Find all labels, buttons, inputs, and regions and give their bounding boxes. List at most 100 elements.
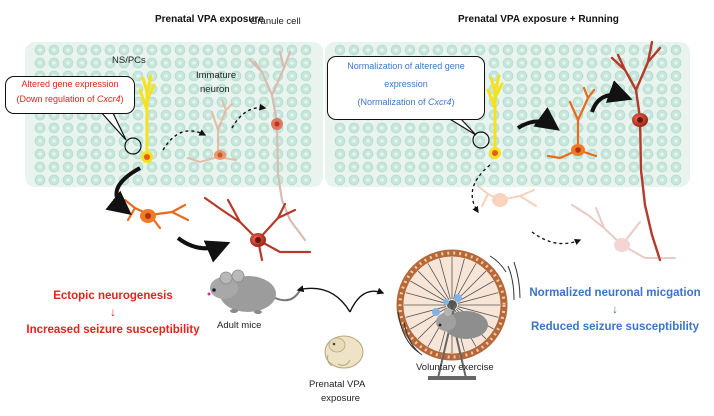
tissue-cell-center: [450, 165, 454, 169]
tissue-cell-center: [94, 113, 98, 117]
tissue-cell-center: [276, 87, 280, 91]
tissue-cell-center: [394, 165, 398, 169]
tissue-cell-center: [234, 113, 238, 117]
tissue-cell-center: [234, 61, 238, 65]
tissue-cell-center: [576, 61, 580, 65]
tissue-cell-center: [492, 165, 496, 169]
tissue-cell-center: [590, 139, 594, 143]
tissue-cell-center: [290, 48, 294, 52]
tissue-cell-center: [262, 178, 266, 182]
tissue-cell-center: [192, 74, 196, 78]
tissue-cell-center: [506, 178, 510, 182]
right-callout-line3-prefix: (Normalization of: [357, 97, 428, 107]
tissue-cell-center: [352, 139, 356, 143]
tissue-cell-center: [352, 126, 356, 130]
tissue-cell-center: [290, 100, 294, 104]
tissue-cell-center: [80, 61, 84, 65]
right-callout-line1: Normalization of altered gene: [347, 61, 465, 71]
tissue-cell-center: [674, 139, 678, 143]
tissue-cell-center: [178, 178, 182, 182]
tissue-cell-center: [534, 74, 538, 78]
tissue-cell-center: [66, 48, 70, 52]
tissue-cell-center: [66, 165, 70, 169]
tissue-cell-center: [590, 48, 594, 52]
left-immature-neuron: [187, 99, 237, 164]
tissue-cell-center: [94, 178, 98, 182]
tissue-cell-center: [380, 139, 384, 143]
tissue-cell-center: [192, 100, 196, 104]
tissue-cell-center: [122, 152, 126, 156]
tissue-cell-center: [192, 48, 196, 52]
tissue-cell-center: [304, 61, 308, 65]
tissue-cell-center: [492, 74, 496, 78]
tissue-cell-center: [380, 178, 384, 182]
tissue-cell-center: [534, 100, 538, 104]
left-granule-cell: [248, 50, 307, 242]
tissue-cell-center: [548, 87, 552, 91]
tissue-cell-center: [604, 126, 608, 130]
tissue-cell-center: [66, 178, 70, 182]
wheel-spoke: [417, 270, 449, 302]
tissue-cell-center: [576, 178, 580, 182]
tissue-cell-center: [408, 165, 412, 169]
tissue-cell-center: [478, 126, 482, 130]
right-ns-pc-cell: [486, 74, 504, 159]
right-callout-pointer-circle: [472, 131, 490, 149]
tissue-cell-center: [520, 139, 524, 143]
tissue-cell-center: [394, 48, 398, 52]
tissue-cell-center: [206, 87, 210, 91]
tissue-cell-center: [436, 139, 440, 143]
tissue-cell-center: [52, 48, 56, 52]
tissue-cell-center: [206, 139, 210, 143]
tissue-cell-center: [380, 152, 384, 156]
tissue-cell-center: [38, 113, 42, 117]
tissue-cell-center: [478, 152, 482, 156]
wheel-spoke: [457, 306, 499, 318]
immature-label-line2: neuron: [200, 84, 230, 95]
tissue-cell-center: [548, 165, 552, 169]
tissue-cell-center: [520, 100, 524, 104]
tissue-cell-center: [206, 165, 210, 169]
tissue-cell-center: [262, 100, 266, 104]
tissue-cell-center: [150, 100, 154, 104]
tissue-cell-center: [248, 178, 252, 182]
tissue-cell-center: [632, 48, 636, 52]
tissue-cell-center: [534, 48, 538, 52]
tissue-cell-center: [674, 178, 678, 182]
tissue-cell-center: [80, 48, 84, 52]
tissue-cell-center: [492, 61, 496, 65]
tissue-cell-center: [660, 152, 664, 156]
tissue-cell-center: [562, 139, 566, 143]
tissue-cell-center: [290, 126, 294, 130]
tissue-cell-center: [632, 100, 636, 104]
tissue-cell-center: [192, 139, 196, 143]
right-outcome: Normalized neuronal micgation ↓ Reduced …: [522, 285, 708, 336]
tissue-cell-center: [192, 113, 196, 117]
tissue-cell-center: [220, 139, 224, 143]
tissue-cell-center: [646, 178, 650, 182]
tissue-cell-center: [506, 139, 510, 143]
tissue-cell-center: [548, 139, 552, 143]
right-dashed-arrow-right: [531, 231, 582, 245]
tissue-cell-center: [534, 61, 538, 65]
tissue-cell-center: [674, 48, 678, 52]
tissue-cell-center: [66, 61, 70, 65]
tissue-cell-center: [248, 126, 252, 130]
tissue-cell-center: [646, 74, 650, 78]
tissue-cell-center: [478, 139, 482, 143]
tissue-cell-center: [604, 113, 608, 117]
right-outcome-line2: Reduced seizure susceptibility: [530, 321, 700, 333]
tissue-cell-center: [548, 48, 552, 52]
tissue-cell-center: [52, 139, 56, 143]
tissue-cell-center: [52, 152, 56, 156]
tissue-cell-center: [38, 178, 42, 182]
tissue-cell-center: [646, 152, 650, 156]
right-callout-gene: Cxcr4: [428, 97, 452, 107]
tissue-cell-center: [534, 113, 538, 117]
tissue-cell-center: [506, 87, 510, 91]
tissue-cell-center: [562, 48, 566, 52]
left-ectopic-immature-neuron: [123, 198, 190, 230]
tissue-cell-center: [674, 100, 678, 104]
tissue-cell-center: [122, 61, 126, 65]
right-faded-immature-neuron: [477, 185, 537, 207]
